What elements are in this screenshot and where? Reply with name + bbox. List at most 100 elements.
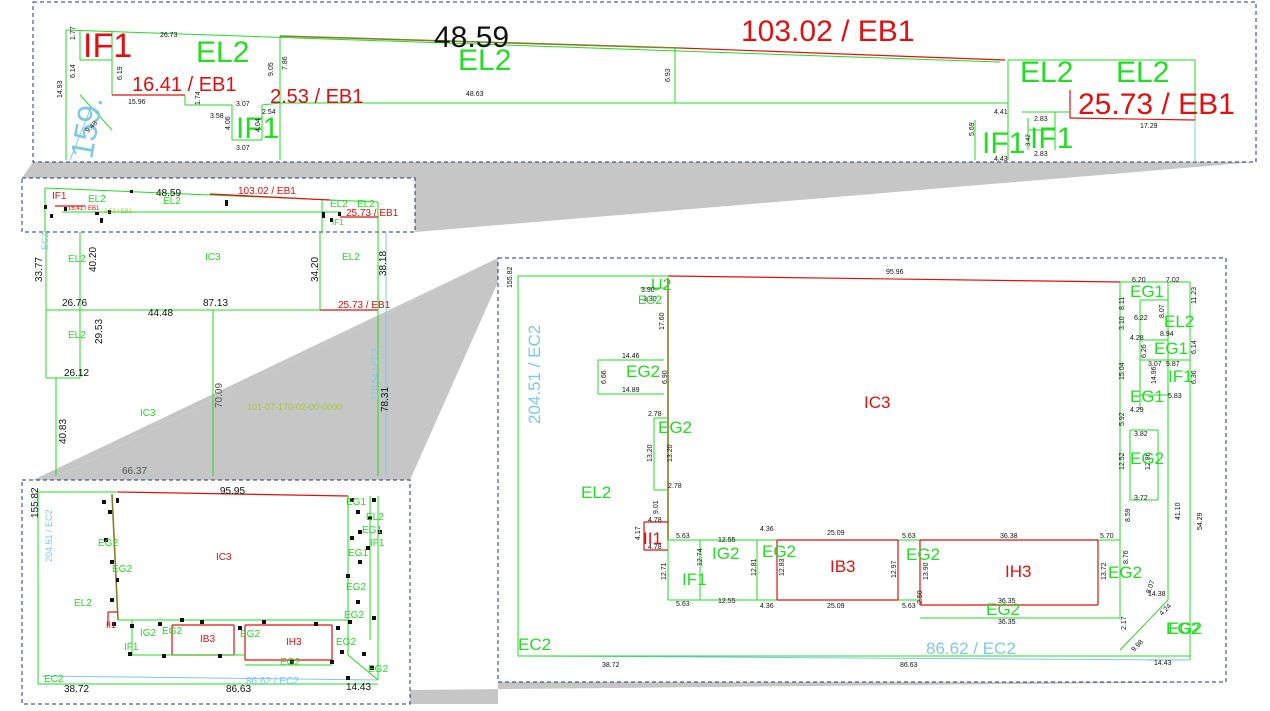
label-el2: EL2	[74, 598, 92, 609]
label-ih3: IH3	[286, 637, 302, 648]
dim-4-78: 4.78	[648, 544, 662, 551]
middle-plan: EL2 IC3 EL2 33.77 40.20 34.20 38.18 26.7…	[34, 232, 391, 477]
dim-8-07: 8.07	[1159, 304, 1166, 318]
dim-12-74: 12.74	[697, 548, 704, 566]
label-eg1: EG1	[1154, 339, 1188, 358]
dim-5-63: 5.63	[902, 533, 916, 540]
dim-2-50: 2.50	[917, 590, 924, 604]
dim-95-96: 95.96	[886, 269, 904, 276]
dim-6-26: 6.26	[1141, 344, 1148, 358]
label-eg2: EG2	[658, 418, 692, 437]
dim-36-35: 36.35	[998, 598, 1016, 605]
label-if1: IF1	[682, 570, 707, 589]
label-if1: IF1	[1030, 122, 1073, 155]
dim-6-19: 6.19	[117, 66, 124, 80]
label-eg2: EG2	[112, 564, 132, 575]
label-if1: IF1	[982, 127, 1025, 160]
label-el2: EL2	[196, 36, 249, 69]
dim-13-90: 13.90	[923, 562, 930, 580]
dim-12-55: 12.55	[718, 598, 736, 605]
dim-36-35: 36.35	[998, 619, 1016, 626]
dim-5-63: 5.63	[676, 601, 690, 608]
dim-86-63: 86.63	[226, 684, 251, 695]
overview-strip-frame	[21, 177, 416, 233]
dim-3-30: 3.30	[643, 296, 657, 303]
label-eb1-2-53: 2.53 / EB1	[104, 209, 133, 215]
label-ib3: IB3	[200, 634, 215, 645]
dim-70-09: 70.09	[214, 383, 225, 408]
label-eg2: EG2	[98, 538, 118, 549]
label-eg2: EG2	[1130, 449, 1164, 468]
label-ec2-204-51: 204.51 / EC2	[525, 325, 544, 424]
label-eg2: EG2	[762, 542, 796, 561]
label-eb1-25-73: 25.73 / EB1	[346, 208, 399, 219]
dim-4-36: 4.36	[760, 526, 774, 533]
label-eg2: EG2	[368, 664, 388, 675]
label-el2: EL2	[357, 199, 375, 210]
dim-4-17: 4.17	[635, 526, 642, 540]
dim-155-82: 155.82	[507, 266, 514, 288]
dim-1-74: 1.74	[195, 91, 202, 105]
label-if1: IF1	[236, 112, 279, 145]
dim-1-77: 1.77	[70, 26, 77, 40]
label-ec2-118-54: 118.54 / EC2	[370, 348, 380, 400]
zoom-connector-left-fill	[22, 258, 498, 494]
dim-14-96: 14.96	[1151, 366, 1158, 384]
dim-4-29: 4.29	[1130, 407, 1144, 414]
label-eb1-25-73: 25.73 / EB1	[338, 300, 391, 311]
label-el2: EL2	[68, 330, 86, 341]
dim-4-04: 4.04	[255, 118, 262, 132]
dim-17-29: 17.29	[1140, 123, 1158, 130]
dim-14-46: 14.46	[622, 353, 640, 360]
dim-3-72: 3.72	[1134, 495, 1148, 502]
dim-7-02: 7.02	[1166, 277, 1180, 284]
label-ec2: EC2	[518, 635, 551, 654]
dim-7-86: 7.86	[282, 56, 289, 70]
dim-5-87: 5.87	[1166, 361, 1180, 368]
label-eb1-103-02: 103.02 / EB1	[238, 186, 296, 197]
dim-38-18: 38.18	[378, 251, 389, 276]
label-ec2: EC2	[40, 232, 50, 250]
label-eb1-2-53: 2.53 / EB1	[270, 86, 363, 108]
label-el2: EL2	[1020, 56, 1073, 89]
parcel-id: 101-07-170-02-00-0000	[247, 402, 342, 412]
dim-48-59: 48.59	[434, 21, 509, 54]
dim-26-73: 26.73	[160, 32, 178, 39]
overview-strip: IF1 EL2 48.59 EL2 103.02 / EB1 16.41 / E…	[21, 177, 416, 233]
dim-26-76: 26.76	[62, 298, 87, 309]
dim-33-77: 33.77	[34, 257, 45, 282]
dim-2-78: 2.78	[668, 483, 682, 490]
label-eg2: EG2	[1108, 563, 1142, 582]
label-ii1: II1	[643, 529, 662, 548]
dim-54-29: 54.29	[1197, 512, 1204, 530]
label-ig2: IG2	[140, 628, 157, 639]
label-eg2: EG2	[626, 362, 660, 381]
dim-6-14: 6.14	[1191, 340, 1198, 354]
survey-markers	[102, 498, 382, 680]
dim-6-14: 6.14	[70, 64, 77, 78]
label-ic3: IC3	[216, 552, 232, 563]
label-if1: IF1	[124, 642, 139, 653]
dim-14-43: 14.43	[346, 682, 371, 693]
label-eg2: EG2	[906, 545, 940, 564]
label-eg2: EG2	[346, 582, 366, 593]
dim-78-31: 78.31	[380, 387, 391, 412]
dim-13-20: 13.20	[667, 444, 674, 462]
dim-17-60: 17.60	[659, 312, 666, 330]
label-ec2: EC2	[44, 674, 64, 685]
dim-3-82: 3.82	[1134, 431, 1148, 438]
dim-2-78: 2.78	[648, 411, 662, 418]
label-eg2: EG2	[1166, 619, 1200, 638]
dim-12-83: 12.83	[779, 558, 786, 576]
dim-38-72: 38.72	[602, 662, 620, 669]
dim-4-28: 4.28	[1130, 335, 1144, 342]
dim-25-09: 25.09	[827, 603, 845, 610]
dim-36-38: 36.38	[1000, 533, 1018, 540]
dim-4-78: 4.78	[648, 517, 662, 524]
label-eb1-25-73: 25.73 / EB1	[1078, 88, 1235, 121]
label-ec2-86-62: 86.62 / EC2	[246, 676, 299, 687]
label-el2: EL2	[88, 194, 106, 205]
dim-3-07: 3.07	[236, 145, 250, 152]
dim-15-04: 15.04	[1119, 362, 1126, 380]
dim-4-43: 4.43	[994, 156, 1008, 163]
